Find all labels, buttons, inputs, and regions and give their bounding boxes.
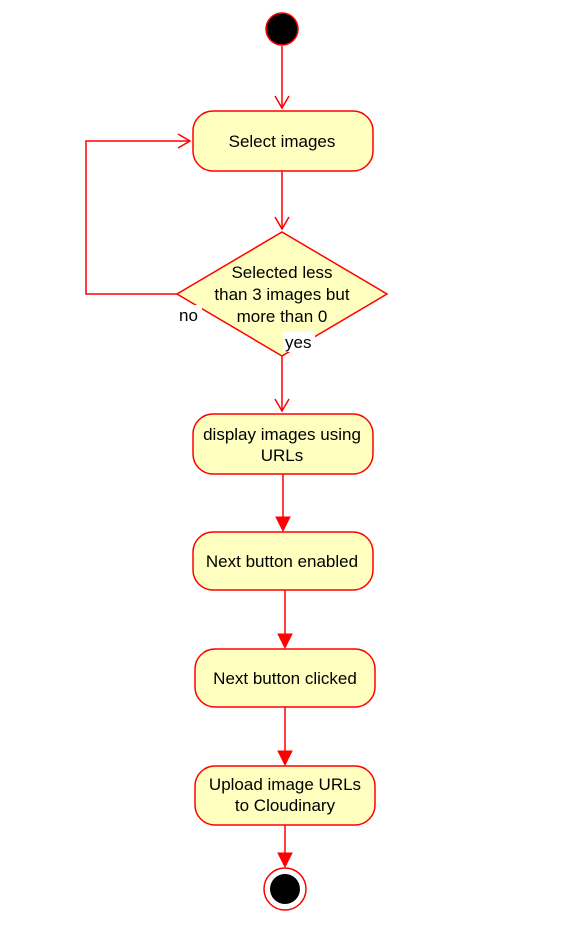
select-images-label: Select images (229, 132, 336, 151)
yes-label: yes (285, 333, 311, 352)
action-upload: Upload image URLs to Cloudinary (194, 765, 376, 826)
upload-label-line1: Upload image URLs (209, 775, 361, 794)
decision-label-line1: Selected less (231, 263, 332, 282)
action-next-enabled: Next button enabled (192, 531, 374, 591)
next-enabled-label: Next button enabled (206, 552, 358, 571)
display-images-label-line2: URLs (261, 446, 304, 465)
edge-enabled-to-clicked (277, 590, 293, 650)
edge-upload-to-end (277, 825, 293, 869)
decision-label-line2: than 3 images but (214, 285, 349, 304)
next-clicked-label: Next button clicked (213, 669, 357, 688)
no-label-bg (176, 305, 202, 325)
edge-yes (274, 356, 290, 413)
upload-label-line2: to Cloudinary (235, 796, 336, 815)
start-node (265, 12, 299, 46)
display-images-label-line1: display images using (203, 425, 361, 444)
action-display-images: display images using URLs (192, 413, 374, 475)
action-select-images: Select images (192, 110, 374, 172)
edge-clicked-to-upload (277, 707, 293, 767)
edge-start-to-select (274, 46, 290, 110)
action-next-clicked: Next button clicked (194, 648, 376, 708)
yes-label-bg (283, 332, 315, 352)
decision-label-line3: more than 0 (237, 307, 328, 326)
edge-no-loop (85, 133, 192, 295)
decision-node: Selected less than 3 images but more tha… (175, 231, 389, 357)
end-node (263, 867, 307, 911)
edge-display-to-enabled (275, 474, 291, 533)
no-label: no (179, 306, 198, 325)
edge-select-to-decision (274, 171, 290, 231)
